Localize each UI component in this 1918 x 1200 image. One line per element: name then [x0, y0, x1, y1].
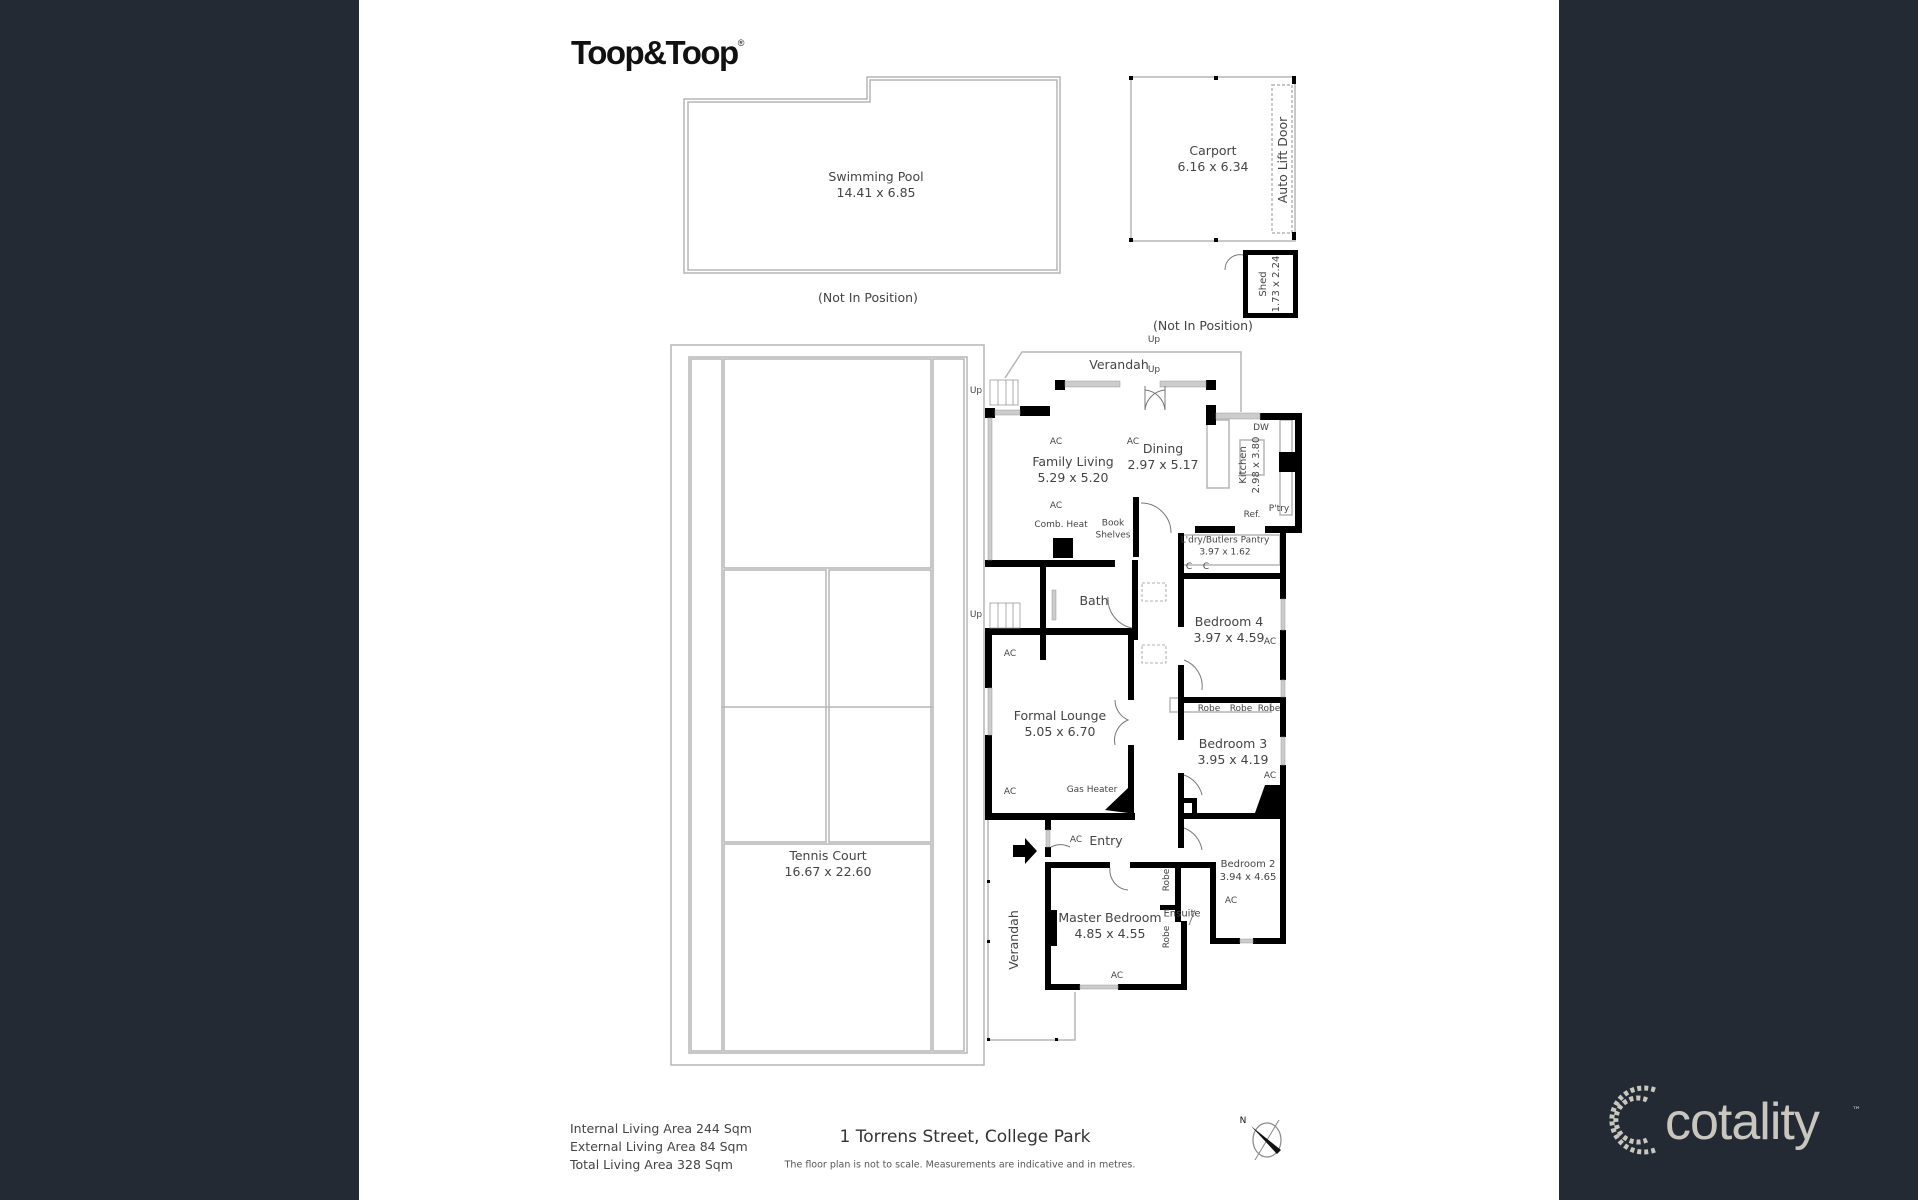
verandah-top-outline: [1004, 351, 1242, 412]
bath-label: Bath: [1079, 592, 1109, 608]
cotality-tm: ™: [1852, 1106, 1861, 1116]
ac-icon: AC: [1069, 835, 1083, 846]
tennis-court-outline: [670, 344, 985, 1066]
stairs-top: [989, 379, 1019, 406]
stairs-up-label: Up: [969, 610, 983, 621]
ensuite-label: Ensuite: [1163, 908, 1201, 920]
external-area: External Living Area 84 Sqm: [570, 1139, 748, 1154]
ac-icon: AC: [1263, 637, 1277, 648]
carport-outline: [1130, 76, 1296, 242]
floor-plan-page: [359, 0, 1559, 1200]
ac-icon: AC: [1224, 896, 1238, 907]
verandah-side-label: Verandah: [1005, 910, 1021, 970]
stairs-mid: [989, 602, 1021, 629]
ac-icon: AC: [1049, 437, 1063, 448]
pantry-label: P'try: [1268, 504, 1290, 515]
disclaimer: The floor plan is not to scale. Measurem…: [784, 1159, 1136, 1171]
comb-heat-label: Comb. Heat: [1034, 520, 1088, 531]
verandah-side-outline: [987, 820, 1076, 1041]
cotality-logo-icon: [1609, 1085, 1656, 1155]
shed-not-in-position: (Not In Position): [1153, 317, 1253, 333]
toop-and-toop-logo: Toop&Toop®: [571, 34, 744, 71]
cupboard-label: C: [1202, 562, 1210, 573]
stairs-up-label: Up: [1147, 365, 1161, 376]
fridge-label: Ref.: [1243, 510, 1261, 521]
ac-icon: AC: [1263, 771, 1277, 782]
area-summary: Internal Living Area 244 Sqm External Li…: [570, 1120, 752, 1174]
gas-heater-label: Gas Heater: [1066, 785, 1118, 796]
ac-icon: AC: [1049, 501, 1063, 512]
pool-not-in-position: (Not In Position): [818, 289, 918, 305]
robe-label: Robe: [1162, 925, 1173, 949]
entry-label: Entry: [1089, 832, 1123, 848]
stairs-up-label: Up: [1147, 335, 1161, 346]
robe-label: Robe: [1162, 868, 1173, 892]
ac-icon: AC: [1110, 971, 1124, 982]
verandah-top-label: Verandah: [1089, 356, 1149, 372]
ac-icon: AC: [1003, 787, 1017, 798]
compass-icon: [1251, 1119, 1282, 1161]
property-address: 1 Torrens Street, College Park: [839, 1127, 1091, 1147]
ac-icon: AC: [1003, 649, 1017, 660]
swimming-pool-outline: [683, 76, 1061, 274]
cotality-wordmark: cotality: [1665, 1093, 1820, 1151]
ac-icon: AC: [1126, 437, 1140, 448]
stairs-up-label: Up: [969, 386, 983, 397]
dishwasher-label: DW: [1253, 423, 1269, 434]
internal-area: Internal Living Area 244 Sqm: [570, 1121, 752, 1136]
auto-lift-door-label: Auto Lift Door: [1274, 116, 1290, 204]
robe-label: Robe: [1229, 704, 1253, 715]
entry-arrow-icon: [1013, 838, 1037, 864]
total-area: Total Living Area 328 Sqm: [570, 1157, 733, 1172]
cupboard-label: C: [1185, 562, 1193, 573]
robe-label: Robe: [1197, 704, 1221, 715]
compass-north-label: N: [1239, 1116, 1247, 1127]
robe-label: Robe: [1257, 704, 1281, 715]
